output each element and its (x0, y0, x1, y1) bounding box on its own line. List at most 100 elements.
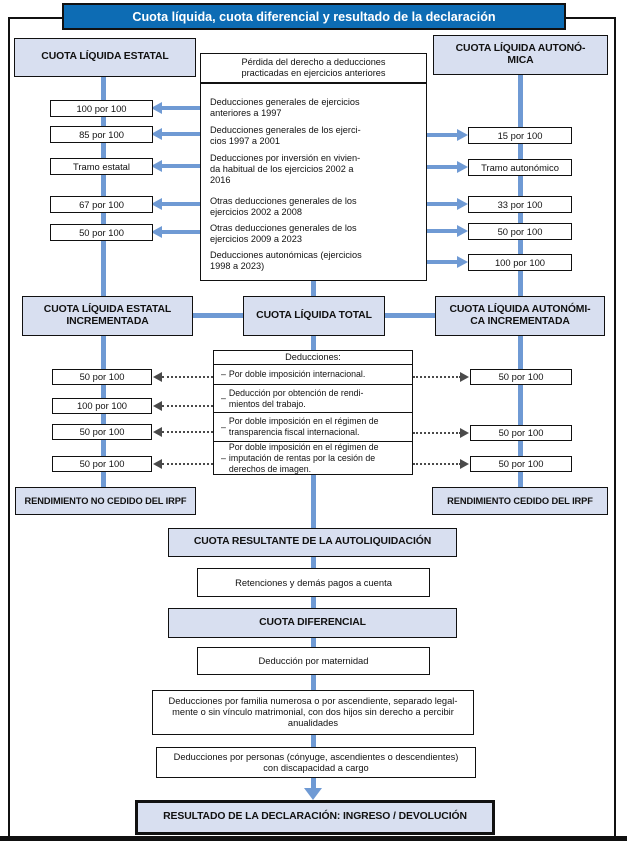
title-banner: Cuota líquida, cuota diferencial y resul… (62, 3, 566, 30)
arrow-line (161, 230, 203, 234)
row-text: Por doble imposición internacional. (228, 369, 366, 380)
box-label: CUOTA LÍQUIDA ESTATAL (41, 51, 169, 63)
arrow-line (425, 260, 460, 264)
box-percent: 85 por 100 (50, 126, 153, 143)
box-label: 50 por 100 (498, 371, 544, 383)
box-percent: 33 por 100 (468, 196, 572, 213)
left-arrow-icon (151, 128, 162, 140)
box-label: RENDIMIENTO NO CEDIDO DEL IRPF (24, 495, 187, 506)
box-label: CUOTA LÍQUIDA ESTATAL INCREMENTADA (43, 303, 172, 327)
dotted-line (162, 376, 213, 378)
box-perdida-derecho-header: Pérdida del derecho a deducciones practi… (200, 53, 427, 83)
connector-center-2 (311, 334, 316, 352)
connector-center-3 (311, 474, 316, 530)
left-dotted-arrow-icon (153, 372, 162, 382)
box-retenciones: Retenciones y demás pagos a cuenta (197, 568, 430, 597)
deducciones-row: –Por doble imposición internacional. (214, 365, 412, 385)
box-label: 50 por 100 (497, 225, 543, 237)
loss-item: Otras deducciones generales de los ejerc… (210, 223, 357, 245)
box-label: CUOTA LÍQUIDA AUTONÓMI- CA INCREMENTADA (449, 303, 591, 327)
box-percent: 67 por 100 (50, 196, 153, 213)
connector-right-upper (518, 75, 523, 298)
box-label: CUOTA LÍQUIDA AUTONÓ- MICA (455, 42, 586, 66)
row-text: Deducción por obtención de rendi- miento… (228, 387, 364, 409)
box-label: 100 por 100 (494, 256, 546, 268)
dash: – (221, 453, 226, 464)
left-dotted-arrow-icon (153, 401, 162, 411)
loss-item: Deducciones generales de ejercicios ante… (210, 97, 360, 119)
box-label: Tramo autonómico (481, 161, 559, 173)
box-label: Deducción por maternidad (258, 655, 369, 667)
box-percent: 50 por 100 (52, 456, 152, 472)
box-percent: 50 por 100 (50, 224, 153, 241)
connector-mid-left (193, 313, 243, 318)
arrow-line (161, 202, 203, 206)
box-percent: 100 por 100 (468, 254, 572, 271)
dotted-line (413, 432, 461, 434)
right-arrow-icon (457, 161, 468, 173)
box-rendimiento-no-cedido: RENDIMIENTO NO CEDIDO DEL IRPF (15, 487, 196, 515)
connector-center-6 (311, 636, 316, 649)
box-label: RESULTADO DE LA DECLARACIÓN: INGRESO / D… (163, 811, 467, 823)
deducciones-table: Deducciones: –Por doble imposición inter… (213, 350, 413, 475)
box-label: Tramo estatal (73, 160, 130, 172)
box-label: 100 por 100 (76, 400, 128, 412)
box-label: Retenciones y demás pagos a cuenta (235, 576, 392, 588)
box-label: 33 por 100 (497, 198, 543, 210)
loss-item: Otras deducciones generales de los ejerc… (210, 196, 357, 218)
connector-center-8 (311, 733, 316, 749)
box-percent: 100 por 100 (50, 100, 153, 117)
box-percent: 50 por 100 (52, 369, 152, 385)
arrow-line (425, 133, 460, 137)
dotted-line (162, 405, 213, 407)
box-tramo-autonomico: Tramo autonómico (468, 159, 572, 176)
box-cuota-autonomica-incrementada: CUOTA LÍQUIDA AUTONÓMI- CA INCREMENTADA (435, 296, 605, 336)
box-cuota-liquida-estatal: CUOTA LÍQUIDA ESTATAL (14, 38, 196, 77)
deducciones-header: Deducciones: (214, 351, 412, 365)
box-rendimiento-cedido: RENDIMIENTO CEDIDO DEL IRPF (432, 487, 608, 515)
deducciones-row: –Por doble imposición en el régimen de i… (214, 442, 412, 474)
box-percent: 100 por 100 (52, 398, 152, 414)
box-deduccion-maternidad: Deducción por maternidad (197, 647, 430, 675)
arrow-line (425, 165, 460, 169)
dash: – (221, 393, 226, 404)
arrow-line (161, 164, 203, 168)
row-text: Por doble imposición en el régimen de im… (228, 442, 379, 474)
box-label: 50 por 100 (79, 458, 125, 470)
box-cuota-diferencial: CUOTA DIFERENCIAL (168, 608, 457, 638)
right-dotted-arrow-icon (460, 428, 469, 438)
deducciones-row: –Deducción por obtención de rendi- mient… (214, 385, 412, 413)
left-arrow-icon (151, 102, 162, 114)
row-text: Por doble imposición en el régimen de tr… (228, 416, 379, 437)
down-arrow-icon (304, 788, 322, 800)
arrow-line (161, 106, 203, 110)
connector-mid-right (385, 313, 435, 318)
box-cuota-resultante-autoliquidacion: CUOTA RESULTANTE DE LA AUTOLIQUIDACIÓN (168, 528, 457, 557)
box-label: 50 por 100 (79, 226, 124, 238)
box-label: RENDIMIENTO CEDIDO DEL IRPF (447, 495, 593, 506)
box-cuota-estatal-incrementada: CUOTA LÍQUIDA ESTATAL INCREMENTADA (22, 296, 193, 336)
arrow-line (425, 202, 460, 206)
box-percent: 50 por 100 (470, 456, 572, 472)
box-label: 15 por 100 (497, 129, 543, 141)
box-label: CUOTA RESULTANTE DE LA AUTOLIQUIDACIÓN (193, 536, 432, 548)
left-arrow-icon (151, 160, 162, 172)
box-label: 50 por 100 (79, 371, 125, 383)
box-cuota-liquida-autonomica: CUOTA LÍQUIDA AUTONÓ- MICA (433, 35, 608, 75)
connector-center-1 (311, 281, 316, 298)
box-perdida-derecho-list: Deducciones generales de ejercicios ante… (200, 83, 427, 281)
arrow-line (161, 132, 203, 136)
right-arrow-icon (457, 225, 468, 237)
connector-center-4 (311, 555, 316, 570)
box-percent: 50 por 100 (470, 425, 572, 441)
box-label: Deducciones por personas (cónyuge, ascen… (173, 751, 459, 773)
box-label: CUOTA DIFERENCIAL (259, 616, 366, 628)
connector-left-upper (101, 77, 106, 298)
box-label: 50 por 100 (79, 426, 125, 438)
bottom-rule (0, 836, 627, 841)
left-arrow-icon (151, 198, 162, 210)
right-arrow-icon (457, 256, 468, 268)
box-deducciones-personas-discapacidad: Deducciones por personas (cónyuge, ascen… (156, 747, 476, 778)
final-arrow-line (311, 776, 316, 790)
